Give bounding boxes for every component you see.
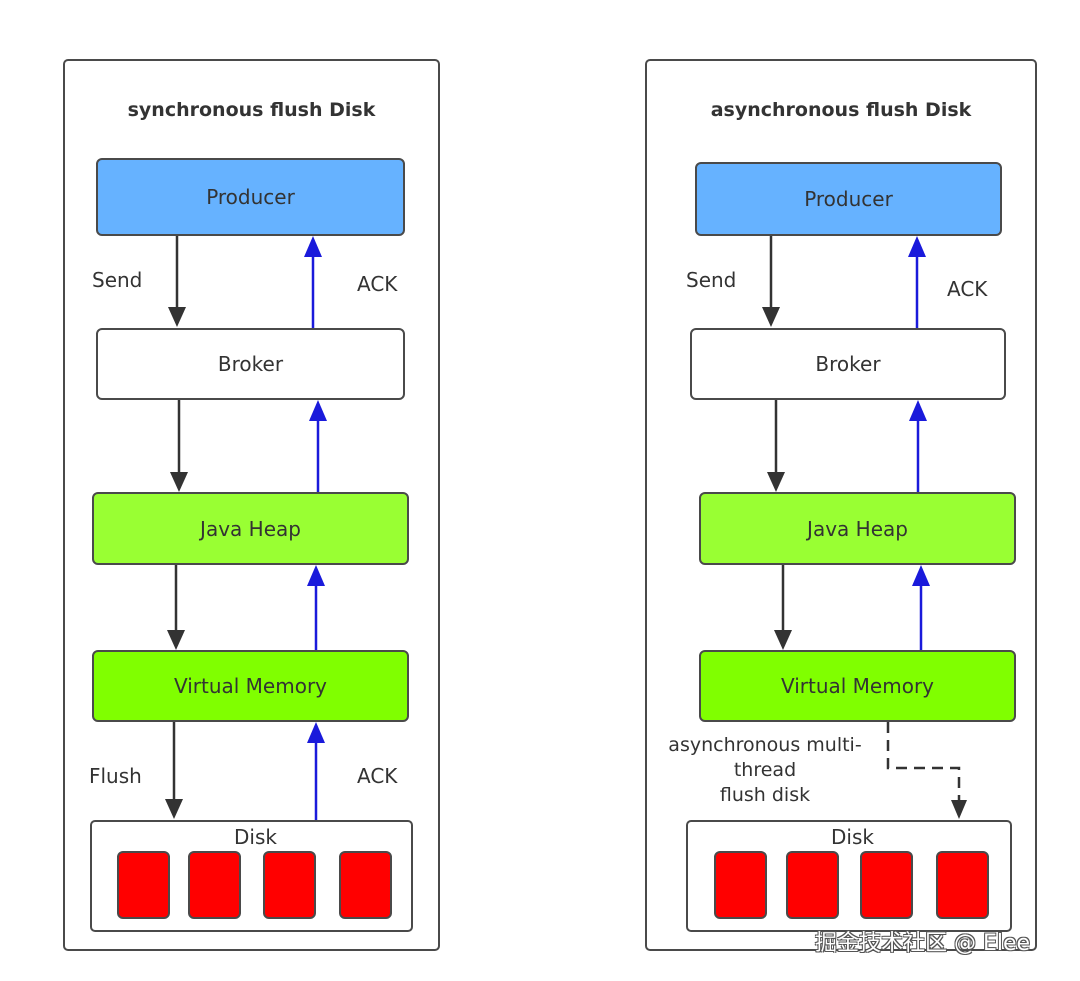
sync-disk-block: [339, 851, 392, 919]
async-panel-title: asynchronous flush Disk: [710, 99, 972, 121]
sync-ack-bottom-label: ACK: [357, 764, 398, 788]
sync-ack-broker-arrowhead: [309, 400, 327, 421]
sync-disk-block: [188, 851, 241, 919]
async-disk-block: [786, 851, 839, 919]
sync-producer-label: Producer: [206, 185, 295, 209]
async-producer-label: Producer: [804, 187, 893, 211]
sync-disk-block: [263, 851, 316, 919]
sync-virtual-memory-label: Virtual Memory: [173, 674, 328, 698]
async-broker-box: Broker: [690, 328, 1006, 400]
async-disk-block: [714, 851, 767, 919]
async-disk-label: Disk: [831, 825, 874, 849]
async-disk-block: [860, 851, 913, 919]
sync-send-label: Send: [92, 268, 143, 292]
watermark-text: 掘金技术社区 @ Elee: [815, 931, 1031, 956]
async-java-heap-label: Java Heap: [807, 516, 908, 541]
sync-producer-box: Producer: [96, 158, 405, 236]
sync-panel-title: synchronous flush Disk: [127, 99, 376, 121]
sync-broker-box: Broker: [96, 328, 405, 400]
sync-java-heap-label: Java Heap: [200, 516, 301, 541]
sync-broker-to-heap-arrowhead: [170, 472, 188, 492]
async-note-line-2: thread: [733, 759, 797, 781]
async-virtual-memory-label: Virtual Memory: [780, 674, 935, 698]
sync-java-heap-box: Java Heap: [92, 492, 409, 565]
sync-disk-block: [117, 851, 170, 919]
async-virtual-memory-box: Virtual Memory: [699, 650, 1016, 722]
async-disk-block: [936, 851, 989, 919]
async-broker-to-heap-arrowhead: [767, 472, 785, 492]
sync-flush-label: Flush: [89, 764, 142, 788]
async-producer-box: Producer: [695, 162, 1002, 236]
async-send-label: Send: [686, 268, 737, 292]
async-java-heap-box: Java Heap: [699, 492, 1016, 565]
sync-ack-top-label: ACK: [357, 272, 398, 296]
async-ack-top-label: ACK: [947, 277, 988, 301]
async-ack-heap-arrowhead: [912, 565, 930, 586]
async-ack-broker-arrowhead: [909, 400, 927, 421]
sync-flush-arrowhead: [165, 799, 183, 819]
sync-broker-label: Broker: [217, 352, 284, 376]
sync-ack-heap-arrowhead: [307, 565, 325, 586]
async-note-line-3: flush disk: [719, 784, 811, 806]
sync-virtual-memory-box: Virtual Memory: [92, 650, 409, 722]
sync-disk-label: Disk: [234, 825, 277, 849]
async-heap-to-vm-arrowhead: [774, 630, 792, 650]
async-flush-note: asynchronous multi- thread flush disk: [655, 733, 875, 808]
sync-ack-vm-arrowhead: [307, 722, 325, 743]
async-dashed-flush-arrow: [886, 722, 967, 819]
sync-send-arrowhead: [168, 307, 186, 327]
async-note-line-1: asynchronous multi-: [668, 734, 862, 756]
sync-ack-producer-arrowhead: [304, 236, 322, 257]
async-broker-label: Broker: [815, 352, 881, 376]
sync-heap-to-vm-arrowhead: [167, 630, 185, 650]
async-send-arrowhead: [762, 307, 780, 327]
async-ack-producer-arrowhead: [908, 236, 926, 257]
